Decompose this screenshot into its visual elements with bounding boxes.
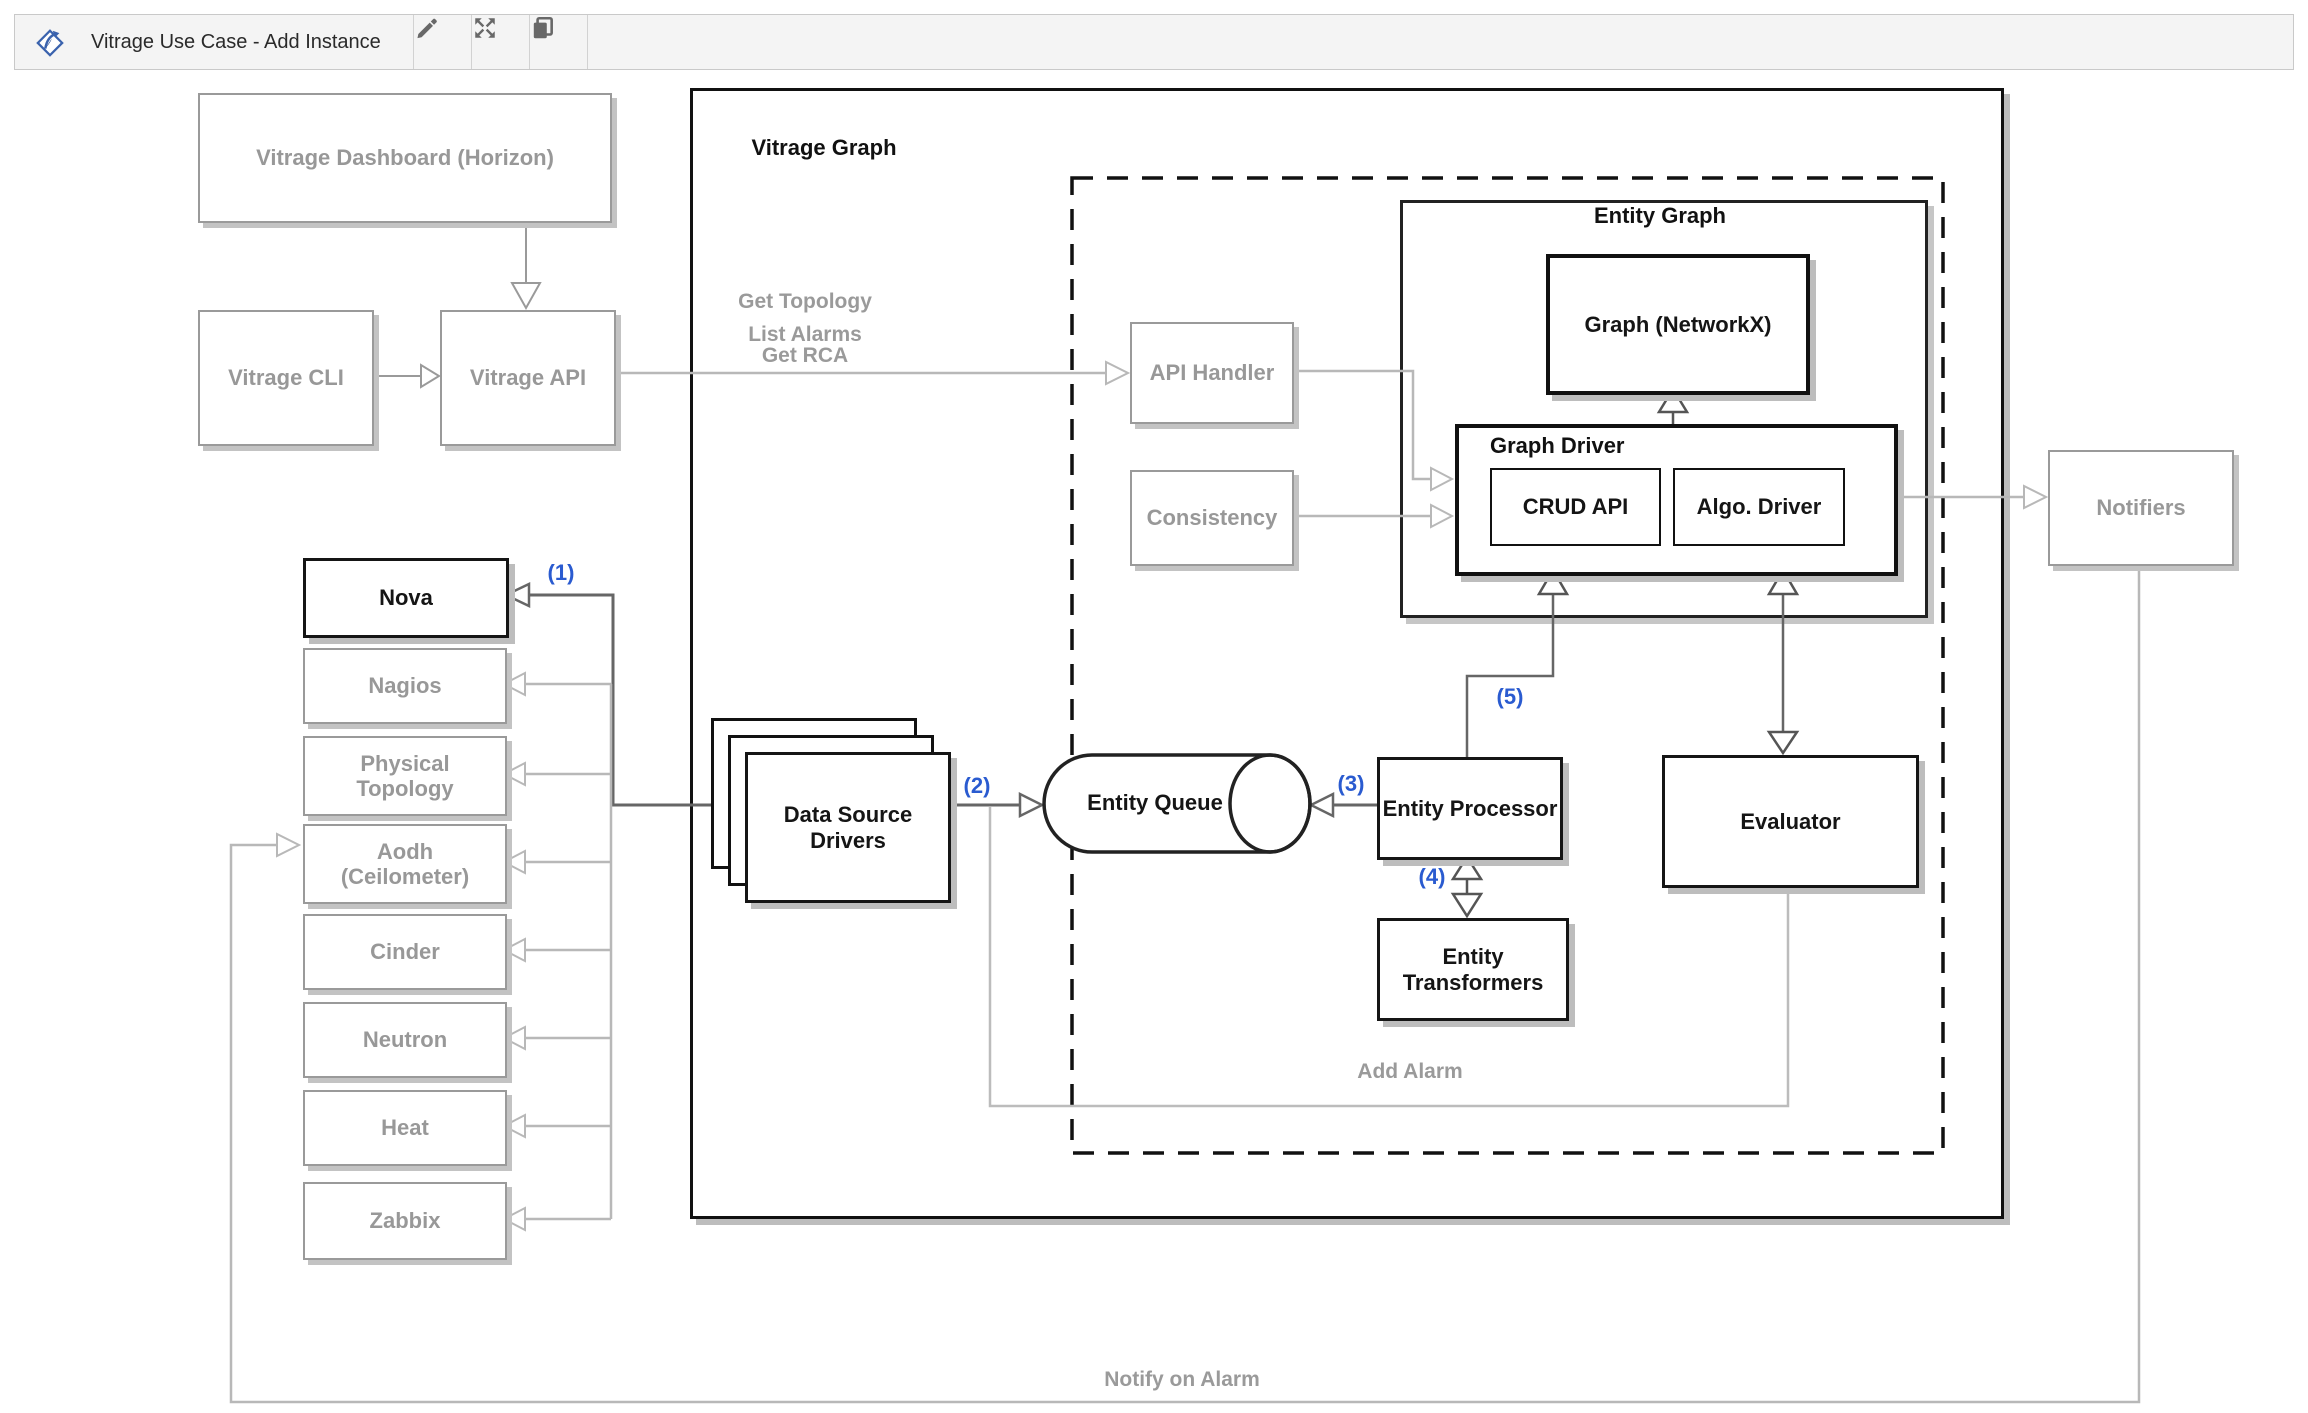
node-datasource-heat: Heat — [303, 1090, 507, 1166]
edge-label-notify-on-alarm: Notify on Alarm — [1104, 1368, 1260, 1391]
edge-notify-on-alarm — [229, 562, 2141, 1404]
node-data-source-drivers: Data Source Drivers — [745, 752, 951, 903]
graph-driver-title: Graph Driver — [1490, 433, 1625, 458]
edge-label-get-rca: Get RCA — [761, 344, 849, 367]
fullscreen-button[interactable] — [472, 15, 528, 69]
node-datasource-aodh: Aodh (Ceilometer) — [303, 824, 507, 904]
node-api-handler: API Handler — [1130, 322, 1294, 424]
node-datasource-physical-topology: Physical Topology — [303, 736, 507, 816]
edit-button[interactable] — [414, 15, 470, 69]
dashed-boundary — [1070, 176, 1945, 1155]
toolbar: Vitrage Use Case - Add Instance — [14, 14, 2294, 70]
edge-add-alarm — [988, 807, 1790, 1108]
copy-icon — [533, 16, 553, 39]
node-entity-transformers: Entity Transformers — [1377, 918, 1569, 1021]
toolbar-separator — [413, 15, 414, 69]
edge-label-list-alarms: List Alarms — [748, 323, 862, 346]
step-label-5: (5) — [1496, 684, 1524, 709]
node-datasource-nagios: Nagios — [303, 648, 507, 724]
node-crud-api: CRUD API — [1490, 468, 1661, 546]
node-evaluator: Evaluator — [1662, 755, 1919, 888]
copy-button[interactable] — [530, 15, 586, 69]
node-entity-queue-label: Entity Queue — [1087, 790, 1223, 815]
step-label-1: (1) — [547, 560, 575, 585]
node-entity-processor: Entity Processor — [1377, 757, 1563, 860]
pencil-icon — [417, 18, 437, 39]
diagram-title: Vitrage Use Case - Add Instance — [91, 31, 381, 53]
toolbar-separator — [587, 15, 588, 69]
step-label-2: (2) — [963, 773, 991, 798]
edge-label-add-alarm: Add Alarm — [1357, 1060, 1463, 1083]
node-datasource-cinder: Cinder — [303, 914, 507, 990]
node-graph-networkx: Graph (NetworkX) — [1546, 254, 1810, 395]
node-vitrage-dashboard: Vitrage Dashboard (Horizon) — [198, 93, 612, 223]
edge-apihandler-graphdriver — [1290, 369, 1431, 481]
node-datasource-zabbix: Zabbix — [303, 1182, 507, 1260]
node-datasource-neutron: Neutron — [303, 1002, 507, 1078]
node-notifiers: Notifiers — [2048, 450, 2234, 566]
expand-icon — [475, 18, 495, 38]
node-consistency: Consistency — [1130, 470, 1294, 566]
step-label-3: (3) — [1337, 771, 1365, 796]
node-algo-driver: Algo. Driver — [1673, 468, 1845, 546]
entity-graph-title: Entity Graph — [1593, 203, 1726, 228]
step-label-4: (4) — [1418, 864, 1446, 889]
toolbar-separator — [529, 15, 530, 69]
vitrage-graph-title: Vitrage Graph — [751, 135, 897, 160]
edge-step5 — [1465, 594, 1555, 757]
node-vitrage-api: Vitrage API — [440, 310, 616, 446]
gliffy-logo-icon — [35, 27, 65, 57]
toolbar-separator — [471, 15, 472, 69]
edge-step1 — [529, 593, 745, 807]
node-vitrage-cli: Vitrage CLI — [198, 310, 374, 446]
edge-label-get-topology: Get Topology — [738, 290, 872, 313]
node-datasource-nova: Nova — [303, 558, 509, 638]
